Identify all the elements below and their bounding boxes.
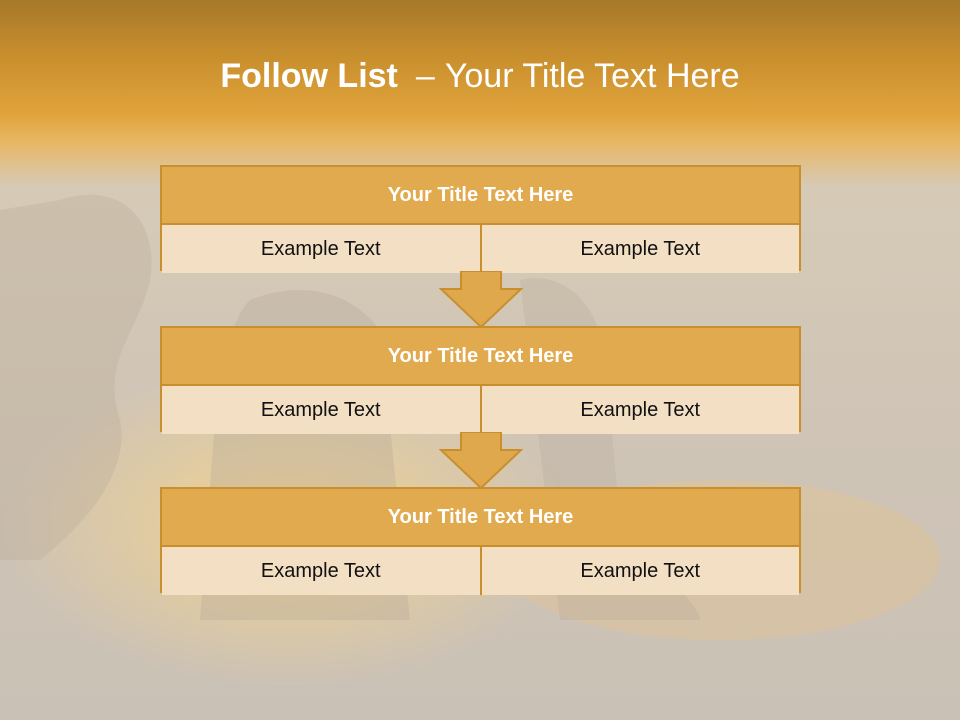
- flow-block-cell-left: Example Text: [260, 398, 381, 421]
- flow-block-title: Your Title Text Here: [162, 328, 799, 386]
- flow-block-cell-right: Example Text: [479, 547, 800, 595]
- flow-block-title: Your Title Text Here: [162, 167, 799, 225]
- slide-title: Follow List – Your Title Text Here: [0, 40, 960, 112]
- flow-block-row: Example Text Example Text: [162, 386, 799, 434]
- flow-block-row: Example Text Example Text: [162, 547, 799, 595]
- flow-block-cell-left: Example Text: [260, 237, 381, 260]
- title-subtitle-text: Your Title Text Here: [444, 56, 740, 95]
- flow-block-3: Your Title Text Here Example Text Exampl…: [160, 487, 801, 595]
- flow-block-title: Your Title Text Here: [162, 489, 799, 547]
- title-separator: –: [415, 56, 435, 95]
- flow-block-cell-left: Example Text: [260, 559, 381, 582]
- down-arrow-icon: [439, 271, 523, 329]
- title-bold-text: Follow List: [220, 56, 398, 95]
- flow-block-cell-right: Example Text: [479, 386, 800, 434]
- down-arrow-icon: [439, 432, 523, 490]
- flow-block-1: Your Title Text Here Example Text Exampl…: [160, 165, 801, 273]
- flow-block-2: Your Title Text Here Example Text Exampl…: [160, 326, 801, 434]
- flow-block-cell-right: Example Text: [479, 225, 800, 273]
- flow-block-row: Example Text Example Text: [162, 225, 799, 273]
